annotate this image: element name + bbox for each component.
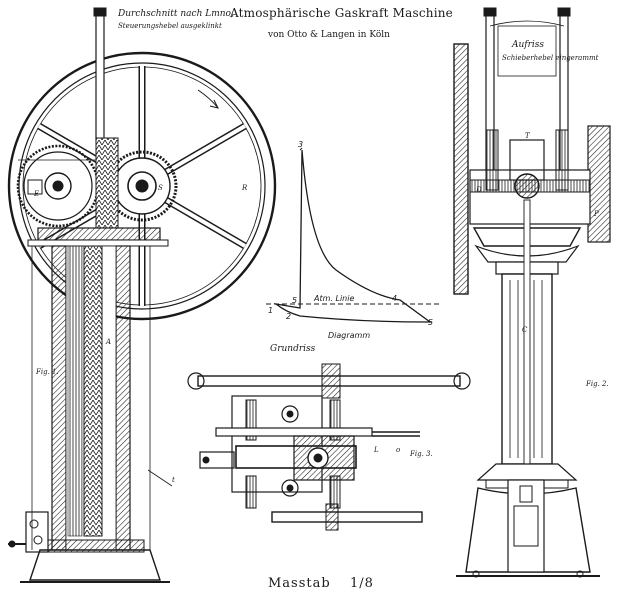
letter-L: L <box>374 446 379 454</box>
section-note-line2: Steuerungshebel ausgeklinkt <box>118 22 222 30</box>
letter-t: t <box>172 476 175 484</box>
scale-ratio: 1/8 <box>350 576 374 591</box>
section-note-line1: Durchschnitt nach Lmno, <box>118 9 234 19</box>
letter-S: S <box>158 184 163 192</box>
letter-T: T <box>525 132 530 140</box>
fig3-label: Fig. 3. <box>410 450 433 458</box>
fig2-label: Fig. 2. <box>586 380 609 388</box>
diagram-point-3: 3 <box>298 140 304 149</box>
diagram-point-2: 2 <box>286 312 292 321</box>
letter-A: A <box>106 338 112 346</box>
fig2-elevation-view <box>453 7 611 578</box>
fig3-plan-view <box>187 363 471 531</box>
fig1-label: Fig. 1. <box>36 368 59 376</box>
fig1-sectional-view <box>7 7 277 583</box>
letter-E: E <box>34 190 40 198</box>
letter-D: D <box>476 186 482 194</box>
elevation-note-line2: Schieberhebel eingerammt <box>502 54 599 62</box>
indicator-diagram <box>266 147 440 323</box>
diagram-point-5a: 5 <box>292 296 298 305</box>
diagram-point-1: 1 <box>268 306 274 315</box>
plan-title: Grundriss <box>270 344 316 354</box>
plate-subtitle: von Otto & Langen in Köln <box>268 30 390 40</box>
atm-line-label: Atm. Linie <box>314 294 355 303</box>
letter-C: C <box>522 326 528 334</box>
small-gear <box>16 144 100 228</box>
letter-R: R <box>242 184 248 192</box>
elevation-note-line1: Aufriss <box>512 40 545 50</box>
letter-o: o <box>396 446 401 454</box>
scale-label: Masstab <box>268 576 331 591</box>
plate-title: Atmosphärische Gaskraft Maschine <box>230 6 453 20</box>
diagram-point-5b: 5 <box>428 318 434 327</box>
diagram-title: Diagramm <box>328 331 371 340</box>
diagram-point-4: 4 <box>392 294 398 303</box>
letter-P: P <box>594 210 599 218</box>
valve-gear <box>8 511 49 553</box>
